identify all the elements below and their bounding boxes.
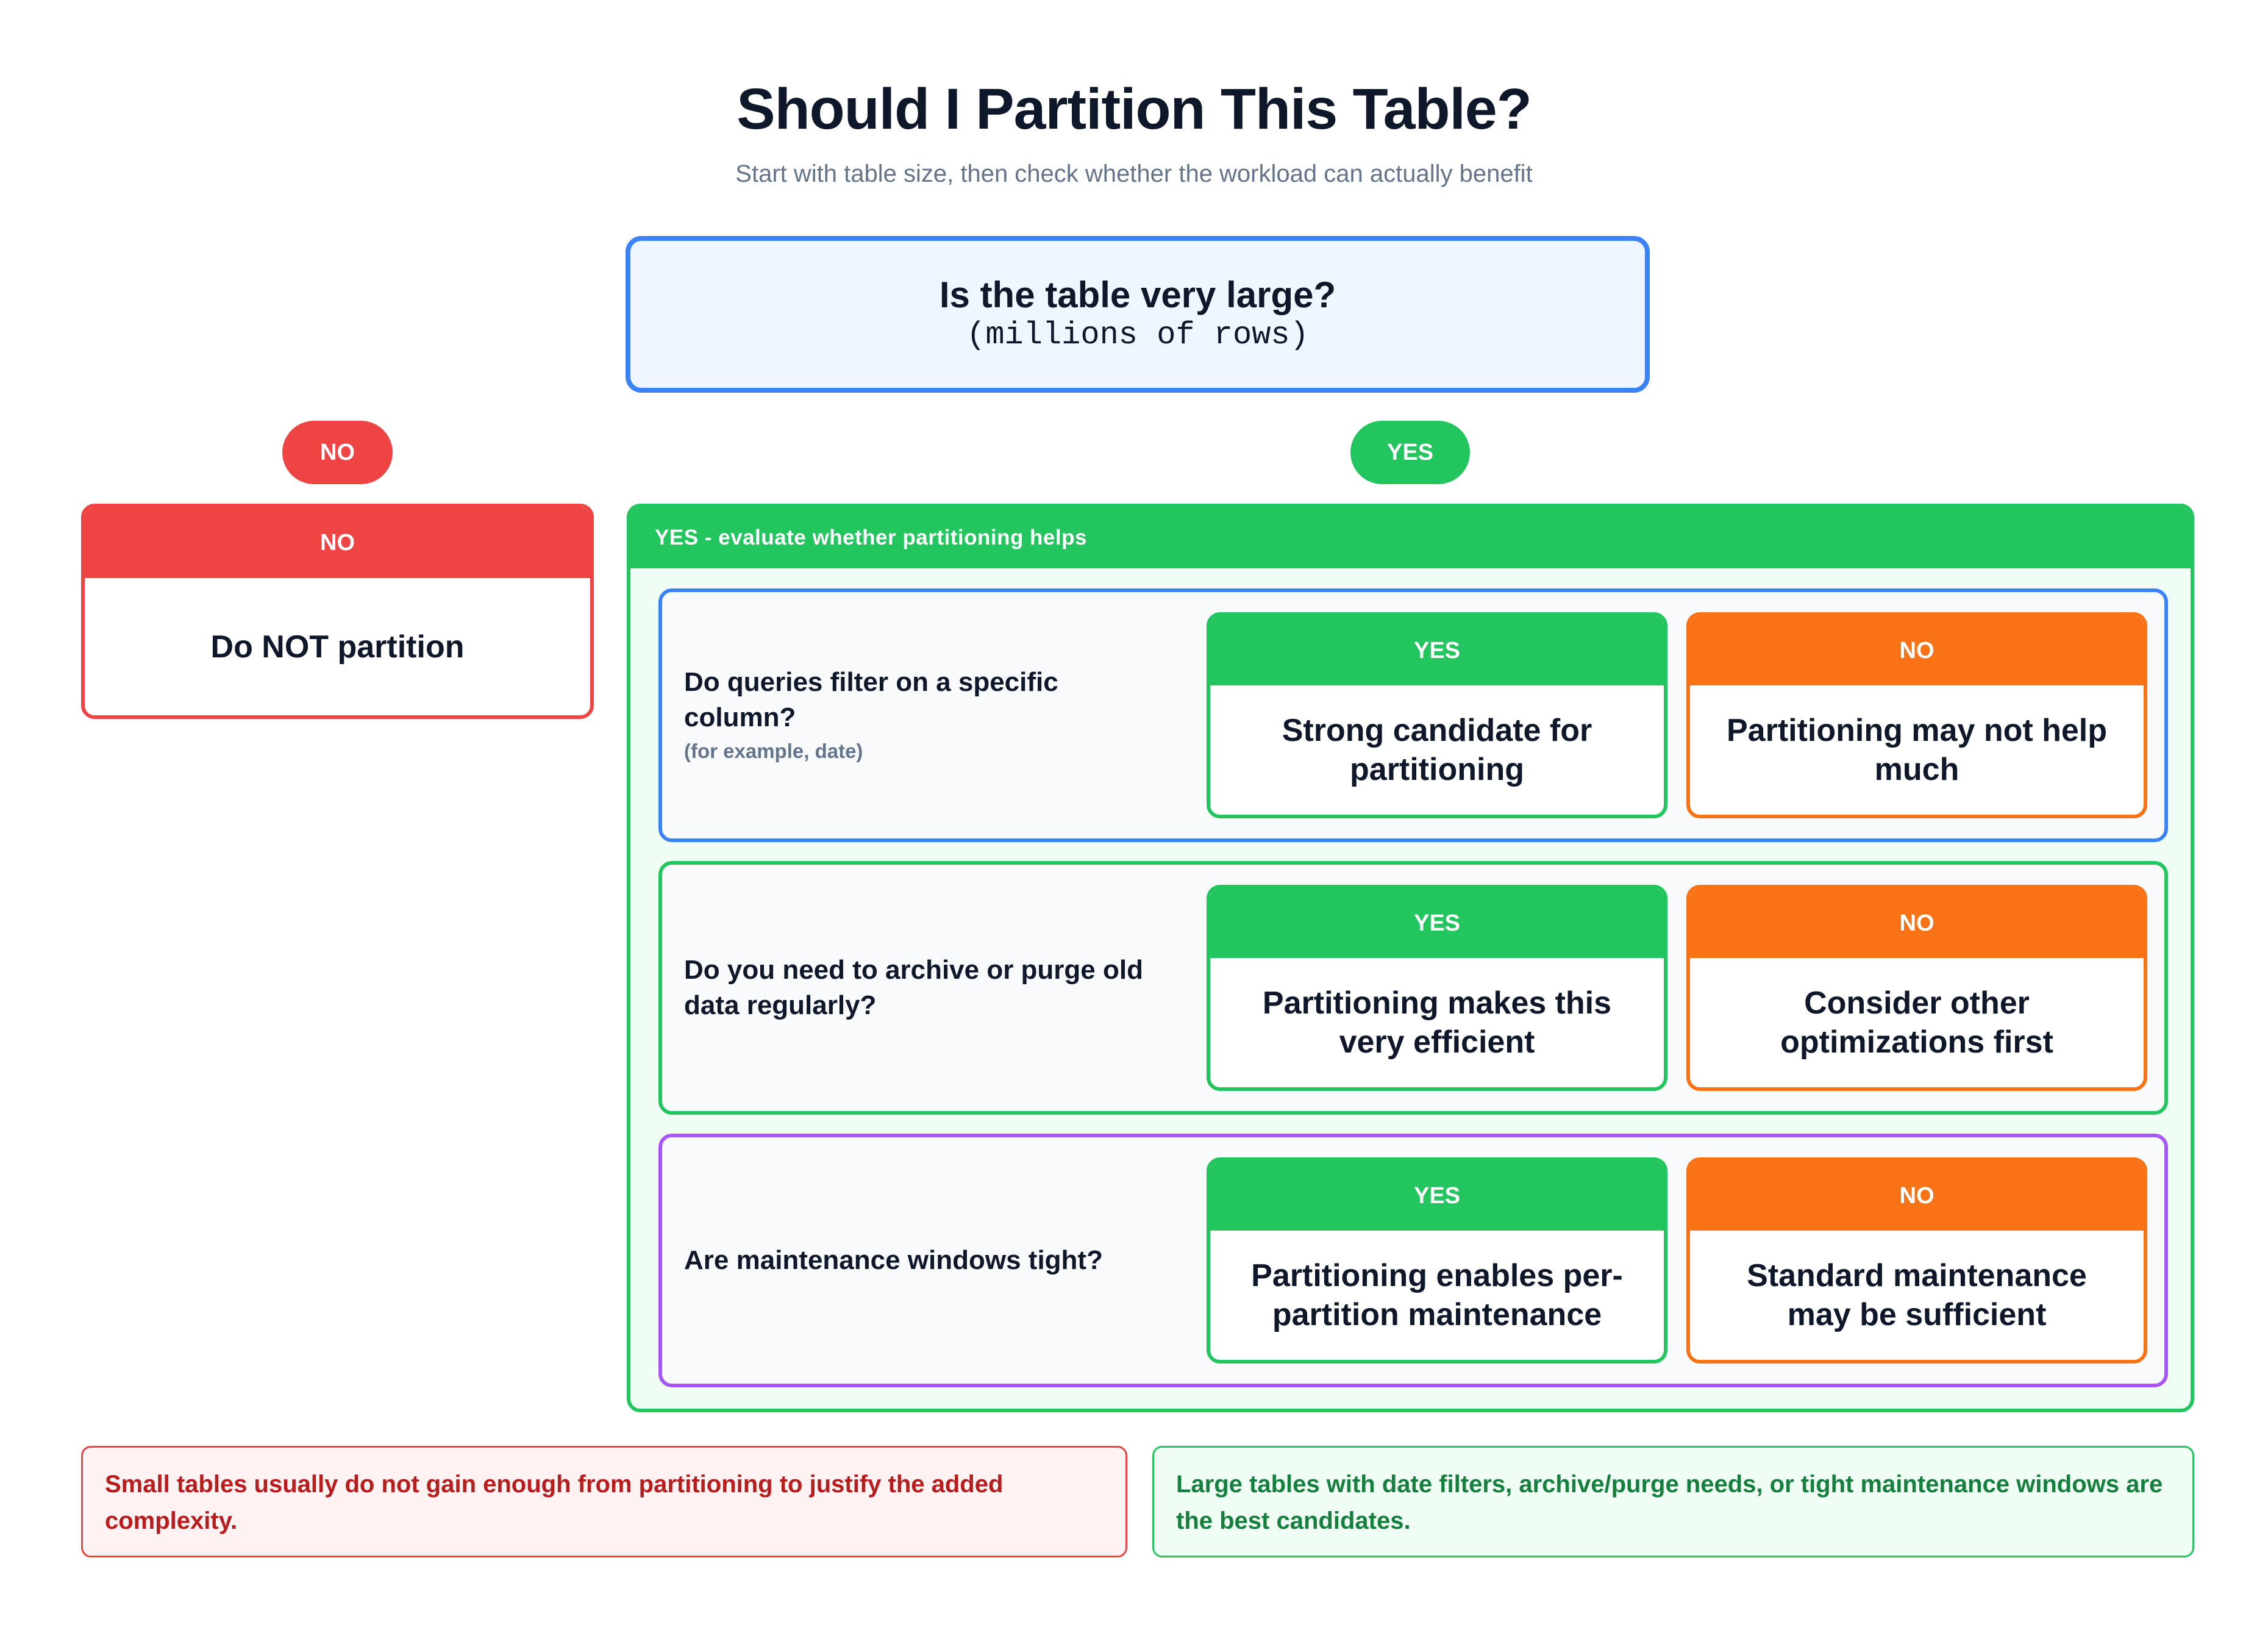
root-question-detail: (millions of rows) [966,316,1309,353]
answer-no-text: Consider other optimizations first [1780,985,2053,1060]
answer-no-text: Partitioning may not help much [1726,713,2108,787]
page-subtitle: Start with table size, then check whethe… [735,160,1533,187]
root-question-node: Is the table very large? (millions of ro… [626,236,1650,393]
answer-yes-card: YES Strong candidate for partitioning [1207,612,1667,818]
small-tables-note: Small tables usually do not gain enough … [81,1446,1127,1557]
answer-yes-text: Partitioning enables per-partition maint… [1251,1258,1623,1332]
large-tables-note: Large tables with date filters, archive/… [1152,1446,2194,1557]
answer-no-header: NO [1690,888,2144,958]
answer-no-header: NO [1690,1161,2144,1231]
yes-panel-header: YES - evaluate whether partitioning help… [630,507,2191,568]
no-branch-pill: NO [282,421,393,484]
answer-no-card: NO Consider other optimizations first [1686,885,2147,1091]
answer-yes-header: YES [1210,1161,1664,1231]
answer-yes-card: YES Partitioning enables per-partition m… [1207,1157,1667,1364]
question-text: Are maintenance windows tight? [684,1245,1103,1275]
page-title: Should I Partition This Table? [736,77,1532,141]
answer-yes-text: Partitioning makes this very efficient [1262,985,1612,1060]
answer-yes-text: Strong candidate for partitioning [1282,713,1592,787]
answer-yes-header: YES [1210,616,1664,685]
answer-yes-card: YES Partitioning makes this very efficie… [1207,885,1667,1091]
answer-no-header: NO [1690,616,2144,685]
answer-no-card: NO Standard maintenance may be sufficien… [1686,1157,2147,1364]
answer-no-text: Standard maintenance may be sufficient [1747,1258,2087,1332]
question-text: Do queries filter on a specific column? [684,667,1058,732]
no-outcome-header: NO [85,507,590,578]
answer-no-card: NO Partitioning may not help much [1686,612,2147,818]
question-hint: (for example, date) [684,740,863,762]
root-question-text: Is the table very large? [939,274,1336,315]
question-text: Do you need to archive or purge old data… [684,955,1143,1020]
answer-yes-header: YES [1210,888,1664,958]
no-outcome-card: NO Do NOT partition [81,504,594,719]
yes-branch-pill: YES [1350,421,1470,484]
no-outcome-text: Do NOT partition [210,629,465,665]
